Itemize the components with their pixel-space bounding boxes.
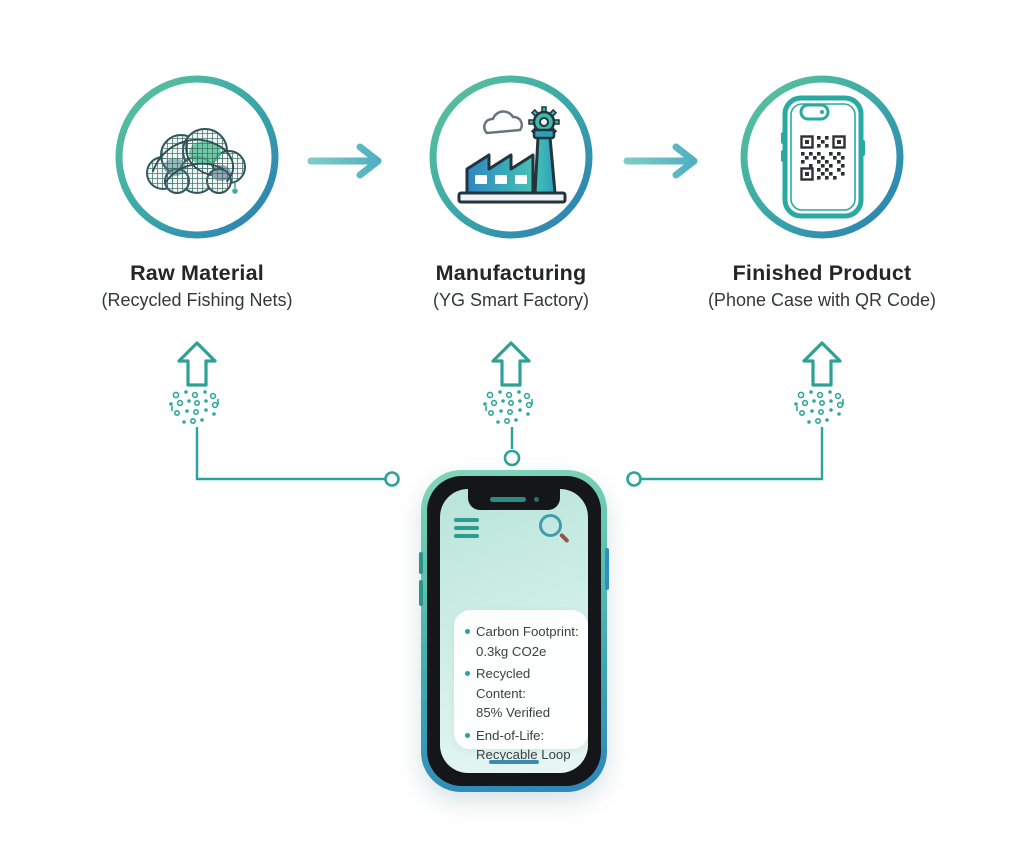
phone-screen: Carbon Footprint: 0.3kg CO2e Recycled Co… <box>440 489 588 773</box>
emission-arrow-icon <box>483 341 533 425</box>
stage-title: Finished Product <box>732 261 912 285</box>
list-item: Carbon Footprint: 0.3kg CO2e <box>465 622 580 661</box>
stage-subtitle: (Phone Case with QR Code) <box>707 290 937 310</box>
menu-icon[interactable] <box>454 518 479 542</box>
search-handle <box>559 532 570 543</box>
sustainability-info-card: Carbon Footprint: 0.3kg CO2e Recycled Co… <box>454 610 588 762</box>
stage-label-raw-material: Raw Material (Recycled Fishing Nets) <box>27 261 367 311</box>
connector-middle-node <box>503 449 521 467</box>
volume-button <box>419 580 423 606</box>
info-label: End-of-Life: <box>476 727 545 743</box>
phone-bezel: Carbon Footprint: 0.3kg CO2e Recycled Co… <box>427 476 601 786</box>
stage-raw-material <box>113 73 281 241</box>
volume-button <box>419 552 423 574</box>
search-icon[interactable] <box>539 514 573 548</box>
emission-arrow-icon <box>794 341 844 425</box>
stage-title: Manufacturing <box>435 261 587 285</box>
connector-left <box>195 427 385 481</box>
front-camera-dot <box>534 497 539 502</box>
fishing-nets-icon <box>146 128 246 194</box>
power-button <box>605 548 609 590</box>
list-item: End-of-Life: Recycable Loop <box>465 726 580 765</box>
info-value: Recycable Loop <box>476 747 571 763</box>
bullet-dot <box>465 629 470 634</box>
stage-title: Raw Material <box>130 261 264 285</box>
list-item: Recycled Content: 85% Verified <box>465 664 580 723</box>
info-value: 85% Verified <box>476 705 551 721</box>
stage-subtitle: (Recycled Fishing Nets) <box>101 290 293 310</box>
phone-notch <box>468 489 560 510</box>
stage-subtitle: (YG Smart Factory) <box>432 290 589 310</box>
connector-right <box>641 427 824 481</box>
bullet-dot <box>465 732 470 738</box>
phone-case-qr-icon <box>781 95 865 219</box>
info-label: Recycled Content: <box>476 666 531 701</box>
flow-arrow-icon <box>623 143 698 179</box>
stage-label-manufacturing: Manufacturing (YG Smart Factory) <box>341 261 681 311</box>
speaker-slit <box>490 497 526 502</box>
home-indicator <box>489 760 539 764</box>
bullet-dot <box>465 671 470 677</box>
stage-manufacturing <box>427 73 595 241</box>
info-value: 0.3kg CO2e <box>476 643 547 659</box>
info-label: Carbon Footprint: <box>476 624 579 639</box>
stage-finished-product <box>738 73 906 241</box>
factory-icon <box>457 106 567 204</box>
emission-arrow-icon <box>169 341 219 425</box>
smartphone: Carbon Footprint: 0.3kg CO2e Recycled Co… <box>419 470 609 792</box>
stage-label-finished-product: Finished Product (Phone Case with QR Cod… <box>652 261 992 311</box>
search-lens <box>539 514 562 537</box>
connector-right-node <box>626 471 642 487</box>
connector-left-node <box>384 471 400 487</box>
flow-arrow-icon <box>307 143 382 179</box>
